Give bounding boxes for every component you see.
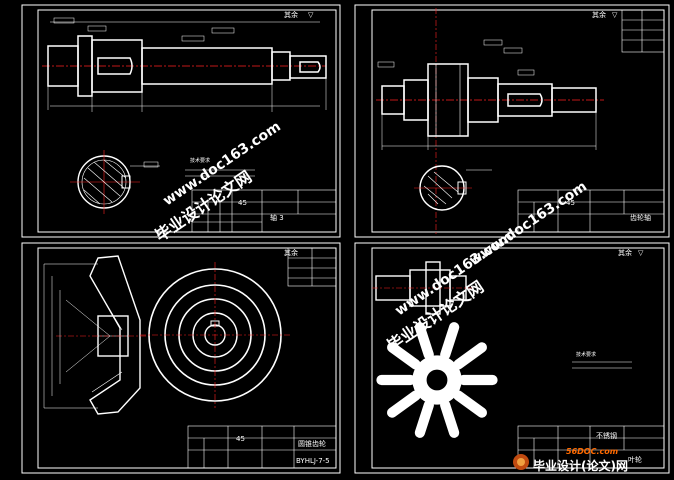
bl-drawing-no: BYHLJ-7-5 — [296, 457, 330, 465]
sheet-top-right — [354, 4, 670, 238]
sheet-top-left — [21, 4, 341, 238]
sheet-bottom-left — [21, 242, 341, 474]
impeller-blade — [453, 342, 488, 370]
title-block-bl — [187, 425, 337, 469]
title-block-tr — [517, 189, 665, 233]
section-view-b — [414, 165, 492, 211]
tr-scale-note: 其余 — [592, 10, 606, 19]
section-view-a — [70, 150, 160, 214]
title-block-br — [517, 425, 665, 469]
impeller-blade — [458, 374, 498, 386]
tl-roughness-icon: ▽ — [308, 11, 314, 19]
br-part-name: 叶轮 — [628, 455, 642, 464]
impeller-blade — [414, 400, 434, 438]
dimension-lines-bl — [43, 263, 111, 409]
tr-part-name: 齿轮轴 — [630, 213, 651, 222]
impeller-blade — [440, 322, 460, 360]
br-scale-note: 其余 — [618, 248, 632, 257]
param-table-bl — [287, 247, 337, 287]
title-block-tl — [191, 189, 337, 233]
tl-material: 45 — [238, 199, 247, 207]
gear-shaft-outline — [381, 63, 597, 137]
logo-url: 56DOC.com — [566, 447, 618, 456]
br-tech-note: 技术要求 — [576, 351, 596, 358]
param-table-tr — [621, 9, 665, 53]
sheet-bottom-right — [354, 242, 670, 474]
dimension-lines — [47, 17, 327, 112]
bevel-gear-front-view — [140, 262, 290, 408]
watermark-3-url: www.doc163.com — [466, 179, 590, 270]
bl-scale-note: 其余 — [284, 248, 298, 257]
br-material: 不锈钢 — [596, 431, 617, 440]
bevel-gear-section — [89, 255, 141, 415]
site-logo: 56DOC.com 毕业设计(论文)网 — [513, 447, 628, 473]
logo-text: 毕业设计(论文)网 — [533, 458, 628, 473]
tl-part-name: 轴 3 — [270, 213, 284, 222]
watermark-3: www.doc163.com — [466, 179, 590, 270]
dimension-lines-tr — [377, 39, 597, 150]
impeller-blade — [386, 342, 421, 370]
impeller-blades — [376, 322, 498, 438]
impeller-blade — [414, 322, 434, 360]
impeller-blade — [453, 390, 488, 418]
impeller-blade — [376, 374, 416, 386]
impeller-blade — [440, 400, 460, 438]
tr-material: 45 — [566, 199, 575, 207]
impeller-front-view — [376, 322, 498, 438]
tr-roughness-icon: ▽ — [612, 11, 618, 19]
tl-tech-note: 技术要求 — [190, 157, 210, 164]
bl-part-name: 圆锥齿轮 — [298, 439, 326, 448]
shaft-3-outline — [47, 35, 327, 97]
tl-scale-note: 其余 — [284, 10, 298, 19]
bl-material: 45 — [236, 435, 245, 443]
watermark-1: 毕业设计论文网 www.doc163.com — [152, 119, 284, 246]
impeller-side-view — [372, 261, 472, 315]
impeller-blade — [386, 390, 421, 418]
br-roughness-icon: ▽ — [638, 249, 644, 257]
